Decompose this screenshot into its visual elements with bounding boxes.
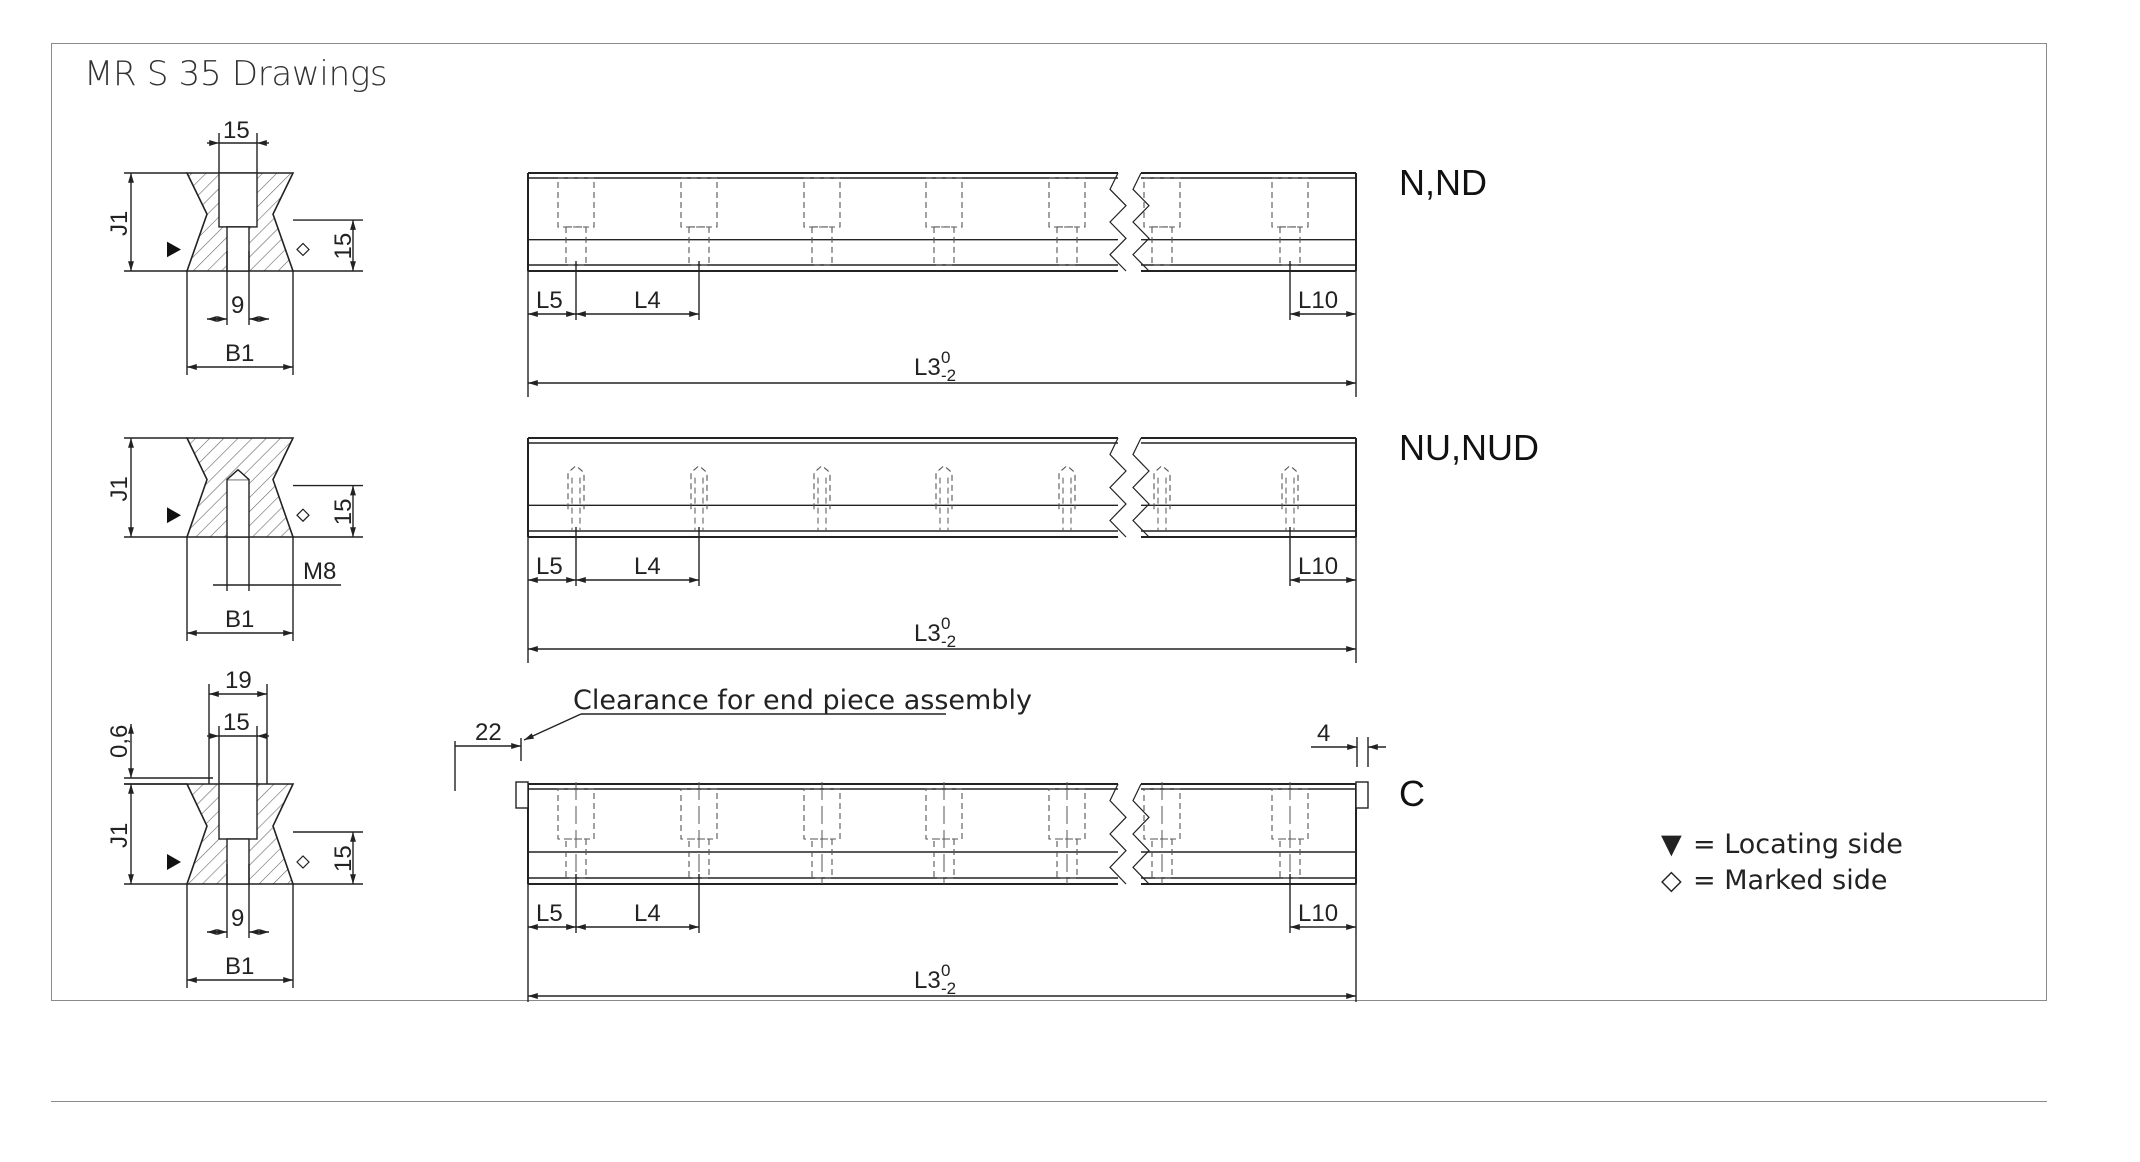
filled-triangle-icon: ▼ <box>1661 829 1682 860</box>
l5-dim: L5 <box>536 553 563 580</box>
width-dim: B1 <box>225 340 254 367</box>
hidden-hole <box>565 226 587 266</box>
end-piece <box>1355 781 1369 809</box>
hidden-hole <box>688 226 710 266</box>
break-line <box>1132 437 1150 538</box>
l3-sub-label: -2 <box>941 632 956 651</box>
hidden-hole <box>567 464 585 510</box>
height-label: J1 <box>106 476 133 501</box>
hole-label: 9 <box>231 292 244 319</box>
mid-height-label: 15 <box>330 845 357 872</box>
l10-dim: L10 <box>1298 553 1338 580</box>
right-clearance-label: 4 <box>1317 720 1330 747</box>
break-line <box>1132 783 1150 885</box>
hole-label: 9 <box>231 905 244 932</box>
recess-label: 0,6 <box>106 725 133 758</box>
l4-dim: L4 <box>634 287 661 314</box>
hidden-counterbore <box>1271 177 1309 228</box>
hidden-hole <box>935 464 953 510</box>
top-outer-label: 19 <box>225 667 252 694</box>
locating-side-icon <box>167 241 181 258</box>
hidden-hole <box>690 464 708 510</box>
counterbore <box>218 783 258 840</box>
locating-side-icon <box>167 507 181 524</box>
rail-type-label: NU,NUD <box>1399 427 1539 468</box>
l3-sup-label: 0 <box>941 614 950 633</box>
hidden-hole <box>1056 226 1078 266</box>
l10-dim: L10 <box>1298 900 1338 927</box>
hidden-hole <box>1058 464 1076 510</box>
threaded-hole <box>226 478 250 538</box>
l10-dim: L10 <box>1298 287 1338 314</box>
locating-side-icon <box>167 854 181 870</box>
top-width-label: 15 <box>223 117 250 144</box>
note-leader <box>523 713 582 741</box>
end-piece <box>515 781 529 809</box>
hidden-hole <box>811 226 833 266</box>
rail-type-label: C <box>1399 773 1425 814</box>
marked-side-icon <box>296 242 310 257</box>
end-piece-note: Clearance for end piece assembly <box>573 685 1032 716</box>
legend-text: = Locating side <box>1693 829 1903 860</box>
height-label: J1 <box>106 823 133 848</box>
top-width-label: 15 <box>223 709 250 736</box>
l3-label: L3 <box>914 620 941 647</box>
marked-side-icon <box>296 855 310 869</box>
width-dim: B1 <box>225 606 254 633</box>
rail-type-label: N,ND <box>1399 162 1487 203</box>
mid-height-label: 15 <box>330 499 357 526</box>
l3-sup-label: 0 <box>941 348 950 367</box>
l3-sup-label: 0 <box>941 961 950 980</box>
break-line <box>1132 172 1150 272</box>
width-dim: B1 <box>225 953 254 980</box>
break-line <box>1109 172 1127 272</box>
hidden-hole <box>1279 226 1301 266</box>
hidden-hole <box>1281 464 1299 510</box>
hidden-hole <box>813 464 831 510</box>
counterbore <box>218 172 258 228</box>
drill-point <box>226 468 250 481</box>
hidden-counterbore <box>557 177 595 228</box>
hidden-counterbore <box>1048 177 1086 228</box>
l5-dim: L5 <box>536 900 563 927</box>
hidden-counterbore <box>803 177 841 228</box>
next-panel-border <box>51 1101 2047 1162</box>
height-label: J1 <box>106 211 133 236</box>
hidden-hole <box>1153 464 1171 510</box>
l5-dim: L5 <box>536 287 563 314</box>
through-hole <box>226 226 250 272</box>
panel-title: MR S 35 Drawings <box>84 54 388 94</box>
l3-label: L3 <box>914 967 941 994</box>
hidden-hole <box>933 226 955 266</box>
l4-dim: L4 <box>634 900 661 927</box>
left-clearance-label: 22 <box>475 719 502 746</box>
marked-side-icon <box>296 508 310 523</box>
diamond-icon: ◇ <box>1661 865 1682 896</box>
through-hole <box>226 838 250 885</box>
l4-dim: L4 <box>634 553 661 580</box>
thread-label: M8 <box>303 558 336 585</box>
l3-label: L3 <box>914 354 941 381</box>
break-line <box>1109 783 1127 885</box>
l3-sub-label: -2 <box>941 979 956 998</box>
hidden-counterbore <box>925 177 963 228</box>
legend-text: = Marked side <box>1693 865 1887 896</box>
mid-height-label: 15 <box>330 233 357 260</box>
l3-sub-label: -2 <box>941 366 956 385</box>
hidden-counterbore <box>1143 177 1181 228</box>
hidden-hole <box>1151 226 1173 266</box>
break-line <box>1109 437 1127 538</box>
hidden-counterbore <box>680 177 718 228</box>
